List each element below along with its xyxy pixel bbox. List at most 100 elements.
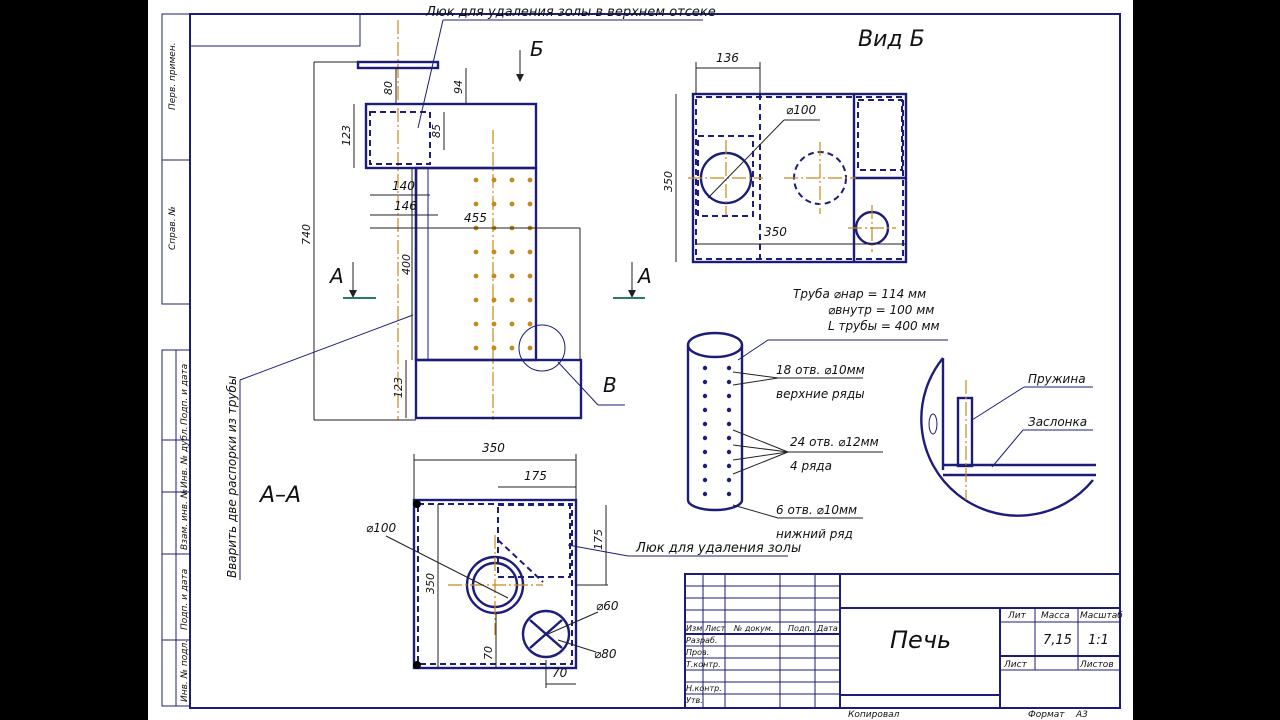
perforation-hole <box>491 345 497 351</box>
pipe-hole <box>702 491 708 497</box>
aa-dim-350-v: 350 <box>424 573 437 594</box>
pipe-hole <box>726 435 732 441</box>
pipe-hole <box>702 463 708 469</box>
spring-label: Пружина <box>1028 372 1086 386</box>
tb-row-prov: Пров. <box>686 648 709 657</box>
tb-row-utv: Утв. <box>686 696 703 705</box>
detail-v-label: В <box>603 373 617 397</box>
perforated-pipe: Труба ⌀нар = 114 мм ⌀внутр = 100 мм L тр… <box>686 287 948 541</box>
section-a-right-label: А <box>636 264 652 288</box>
dim-140: 140 <box>392 179 415 193</box>
pipe-outer-note: Труба ⌀нар = 114 мм <box>793 287 926 301</box>
vb-dim-136: 136 <box>716 51 739 65</box>
perforation-hole <box>527 177 533 183</box>
dim-400: 400 <box>400 254 413 275</box>
ash-bottom-note: Люк для удаления золы <box>635 541 801 556</box>
pipe-hole <box>702 421 708 427</box>
stamp-vzam: Взам. инв. № <box>180 489 190 550</box>
tb-lit: Лит <box>1007 611 1027 621</box>
section-aa: А–А 350 175 175 350 70 70 ⌀100 ⌀60 <box>258 441 801 688</box>
drawing-canvas: Перв. примен. Справ. № Подп. и дата Инв.… <box>161 5 1123 720</box>
front-perforation <box>473 177 533 351</box>
tb-col-podp: Подп. <box>788 624 812 633</box>
vb-dim-100: ⌀100 <box>786 103 816 117</box>
pipe-hole <box>726 449 732 455</box>
holes-bot-2: нижний ряд <box>776 527 853 541</box>
stamp-perv: Перв. примен. <box>168 42 178 110</box>
aa-dim-175-v: 175 <box>592 529 605 550</box>
tb-sheet: Лист <box>1003 660 1028 670</box>
pipe-hole <box>702 449 708 455</box>
tb-mass: 7,15 <box>1043 633 1072 648</box>
pipe-holes <box>702 365 732 497</box>
aa-dim-60: ⌀60 <box>596 599 619 613</box>
side-stamp: Перв. примен. Справ. № Подп. и дата Инв.… <box>161 13 191 707</box>
damper-label: Заслонка <box>1028 415 1087 429</box>
section-a-left-label: А <box>328 264 344 288</box>
vb-dim-350-h: 350 <box>764 225 787 239</box>
tb-format-value: А3 <box>1075 710 1088 720</box>
stamp-inv-dubl: Инв. № дубл. <box>180 426 190 488</box>
holes-top-2: верхние ряды <box>776 387 865 401</box>
holes-mid-2: 4 ряда <box>790 459 832 473</box>
pipe-hole <box>726 407 732 413</box>
pipe-hole <box>726 491 732 497</box>
perforation-hole <box>509 321 515 327</box>
aa-dim-100: ⌀100 <box>366 521 396 535</box>
pipe-inner-note: ⌀внутр = 100 мм <box>828 303 934 317</box>
pipe-hole <box>702 435 708 441</box>
pipe-hole <box>726 393 732 399</box>
tb-name: Печь <box>890 626 951 654</box>
top-left-stamp <box>189 13 361 47</box>
pipe-length-note: L трубы = 400 мм <box>828 319 940 333</box>
perforation-hole <box>473 297 479 303</box>
weld-note: Вварить две распорки из трубы <box>225 376 239 578</box>
aa-dim-350-h: 350 <box>482 441 505 455</box>
perforation-hole <box>527 201 533 207</box>
perforation-hole <box>491 321 497 327</box>
aa-dim-70-h: 70 <box>552 666 568 680</box>
stamp-podp1: Подп. и дата <box>180 364 190 425</box>
tb-mass-label: Масса <box>1041 611 1070 621</box>
holes-top-1: 18 отв. ⌀10мм <box>776 363 865 377</box>
perforation-hole <box>527 249 533 255</box>
dim-85: 85 <box>430 124 443 138</box>
dim-80: 80 <box>382 81 395 95</box>
pipe-hole <box>702 477 708 483</box>
tb-row-tkontr: Т.контр. <box>686 660 721 669</box>
pipe-hole <box>726 379 732 385</box>
pipe-hole <box>726 463 732 469</box>
aa-dim-70-v: 70 <box>482 646 495 660</box>
perforation-hole <box>509 345 515 351</box>
view-b-title: Вид Б <box>858 27 925 52</box>
tb-format: Формат <box>1028 710 1065 720</box>
dim-123-bottom: 123 <box>392 377 405 398</box>
tb-col-izm: Изм <box>686 624 702 633</box>
perforation-hole <box>491 177 497 183</box>
pipe-hole <box>702 407 708 413</box>
drawing-sheet: Перв. примен. Справ. № Подп. и дата Инв.… <box>148 0 1133 720</box>
dim-94: 94 <box>452 80 465 94</box>
view-b: Вид Б 136 350 350 ⌀100 <box>662 27 925 264</box>
perforation-hole <box>527 273 533 279</box>
tb-row-nkontr: Н.контр. <box>686 684 722 693</box>
pipe-hole <box>726 421 732 427</box>
stamp-sprav: Справ. № <box>168 206 178 250</box>
ash-top-note: Люк для удаления золы в верхнем отсеке <box>425 5 716 20</box>
drawing-frame <box>189 13 1121 709</box>
tb-scale-label: Масштаб <box>1080 611 1123 621</box>
detail-v: Пружина Заслонка <box>920 357 1096 517</box>
tb-copied: Копировал <box>848 710 900 720</box>
front-view: В Люк для удаления золы в верхнем отсеке… <box>225 5 716 580</box>
perforation-hole <box>527 297 533 303</box>
dim-146: 146 <box>394 199 417 213</box>
tb-col-list: Лист <box>704 624 726 633</box>
b-arrow-label: Б <box>530 37 544 61</box>
perforation-hole <box>473 201 479 207</box>
dim-740: 740 <box>300 224 313 245</box>
holes-bot-1: 6 отв. ⌀10мм <box>776 503 857 517</box>
dim-123-top: 123 <box>340 125 353 146</box>
perforation-hole <box>473 345 479 351</box>
perforation-hole <box>509 297 515 303</box>
pipe-hole <box>702 393 708 399</box>
